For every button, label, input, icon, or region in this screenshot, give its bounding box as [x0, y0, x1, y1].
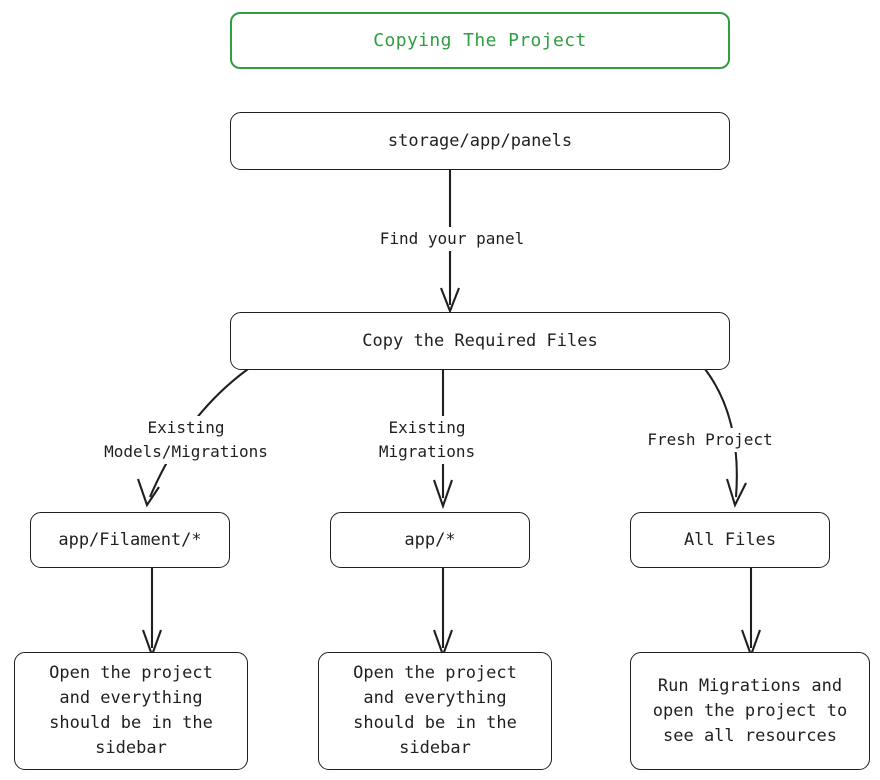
- node-app-filament[interactable]: app/Filament/*: [30, 512, 230, 568]
- edge-label-existing-migrations: Existing Migrations: [338, 416, 516, 464]
- arrowhead-copy-to-filament: [137, 478, 160, 508]
- arrowhead-storage-to-copy: [440, 287, 460, 314]
- node-all-files[interactable]: All Files: [630, 512, 830, 568]
- node-copy-required-files[interactable]: Copy the Required Files: [230, 312, 730, 370]
- edge-label-find-your-panel: Find your panel: [362, 227, 542, 251]
- node-title[interactable]: Copying The Project: [230, 12, 730, 69]
- arrowhead-copy-to-app: [433, 479, 453, 510]
- node-storage-path[interactable]: storage/app/panels: [230, 112, 730, 170]
- node-result-left[interactable]: Open the project and everything should b…: [14, 652, 248, 770]
- node-result-right[interactable]: Run Migrations and open the project to s…: [630, 652, 870, 770]
- node-app-all[interactable]: app/*: [330, 512, 530, 568]
- node-result-middle[interactable]: Open the project and everything should b…: [318, 652, 552, 770]
- arrowhead-copy-to-allfiles: [725, 478, 747, 508]
- edge-label-existing-models-migrations: Existing Models/Migrations: [78, 416, 294, 464]
- edge-label-fresh-project: Fresh Project: [622, 428, 798, 452]
